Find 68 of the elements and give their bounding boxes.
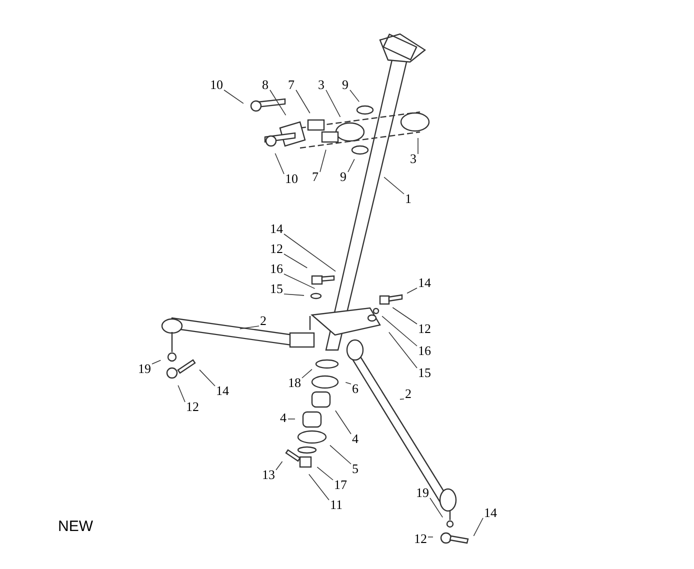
callout-number: 14 bbox=[270, 222, 283, 236]
callout-number: 11 bbox=[330, 498, 343, 512]
callout-number: 12 bbox=[418, 322, 431, 336]
leader-line bbox=[320, 149, 326, 172]
callout-number: 7 bbox=[312, 170, 318, 184]
leader-line bbox=[392, 307, 418, 324]
callout-number: 17 bbox=[334, 478, 347, 492]
callout-number: 2 bbox=[260, 314, 266, 328]
callout-number: 10 bbox=[285, 172, 298, 186]
leader-line bbox=[316, 466, 334, 480]
leader-line bbox=[388, 332, 418, 368]
leader-line bbox=[199, 369, 216, 386]
leader-line bbox=[430, 498, 444, 518]
leader-line bbox=[152, 360, 162, 364]
leader-line bbox=[350, 90, 360, 102]
callout-number: 15 bbox=[418, 366, 431, 380]
leader-line bbox=[400, 398, 404, 400]
callout-number: 16 bbox=[270, 262, 283, 276]
callout-number: 2 bbox=[405, 387, 412, 401]
callout-number: 7 bbox=[288, 78, 294, 92]
callout-number: 15 bbox=[270, 282, 283, 296]
callout-number: 3 bbox=[318, 78, 324, 92]
callout-number: 19 bbox=[416, 486, 429, 500]
callout-number: 9 bbox=[342, 78, 348, 92]
leader-line bbox=[473, 518, 484, 536]
leader-line bbox=[276, 461, 283, 470]
callout-number: 4 bbox=[280, 411, 286, 425]
callout-number: 19 bbox=[138, 362, 151, 376]
leader-line bbox=[274, 152, 284, 174]
leader-line bbox=[348, 158, 355, 172]
callout-number: 13 bbox=[262, 468, 275, 482]
leader-line bbox=[224, 90, 244, 104]
note-label: NEW bbox=[58, 518, 93, 535]
callout-number: 14 bbox=[484, 506, 497, 520]
callout-number: 12 bbox=[270, 242, 283, 256]
leader-line bbox=[284, 234, 336, 272]
leader-line bbox=[284, 294, 304, 296]
leader-line bbox=[308, 474, 330, 500]
leader-line bbox=[406, 288, 418, 294]
leader-line bbox=[326, 90, 341, 118]
callout-number: 12 bbox=[414, 532, 427, 546]
leader-line bbox=[335, 410, 352, 434]
callout-number: 14 bbox=[418, 276, 431, 290]
callout-number: 10 bbox=[210, 78, 223, 92]
callout-number: 18 bbox=[288, 376, 301, 390]
callout-number: 3 bbox=[410, 152, 416, 166]
callout-number: 4 bbox=[352, 432, 358, 446]
leader-line bbox=[330, 444, 352, 464]
leader-line bbox=[178, 384, 186, 402]
callout-number: 8 bbox=[262, 78, 268, 92]
leader-line bbox=[384, 176, 404, 194]
leader-line bbox=[240, 326, 260, 330]
leader-line bbox=[270, 90, 286, 116]
leader-line bbox=[382, 316, 418, 346]
leader-line bbox=[296, 90, 310, 114]
leader-line bbox=[284, 274, 316, 289]
callout-number: 6 bbox=[352, 382, 358, 396]
leader-line bbox=[284, 254, 308, 268]
callout-number: 9 bbox=[340, 170, 346, 184]
callout-number: 12 bbox=[186, 400, 199, 414]
callout-number: 16 bbox=[418, 344, 431, 358]
leader-line bbox=[345, 382, 352, 384]
leader-line bbox=[428, 536, 434, 538]
callout-number: 1 bbox=[405, 192, 412, 206]
callout-number: 5 bbox=[352, 462, 358, 476]
callout-number: 14 bbox=[216, 384, 229, 398]
leader-line bbox=[288, 418, 296, 420]
leader-line bbox=[302, 368, 312, 378]
